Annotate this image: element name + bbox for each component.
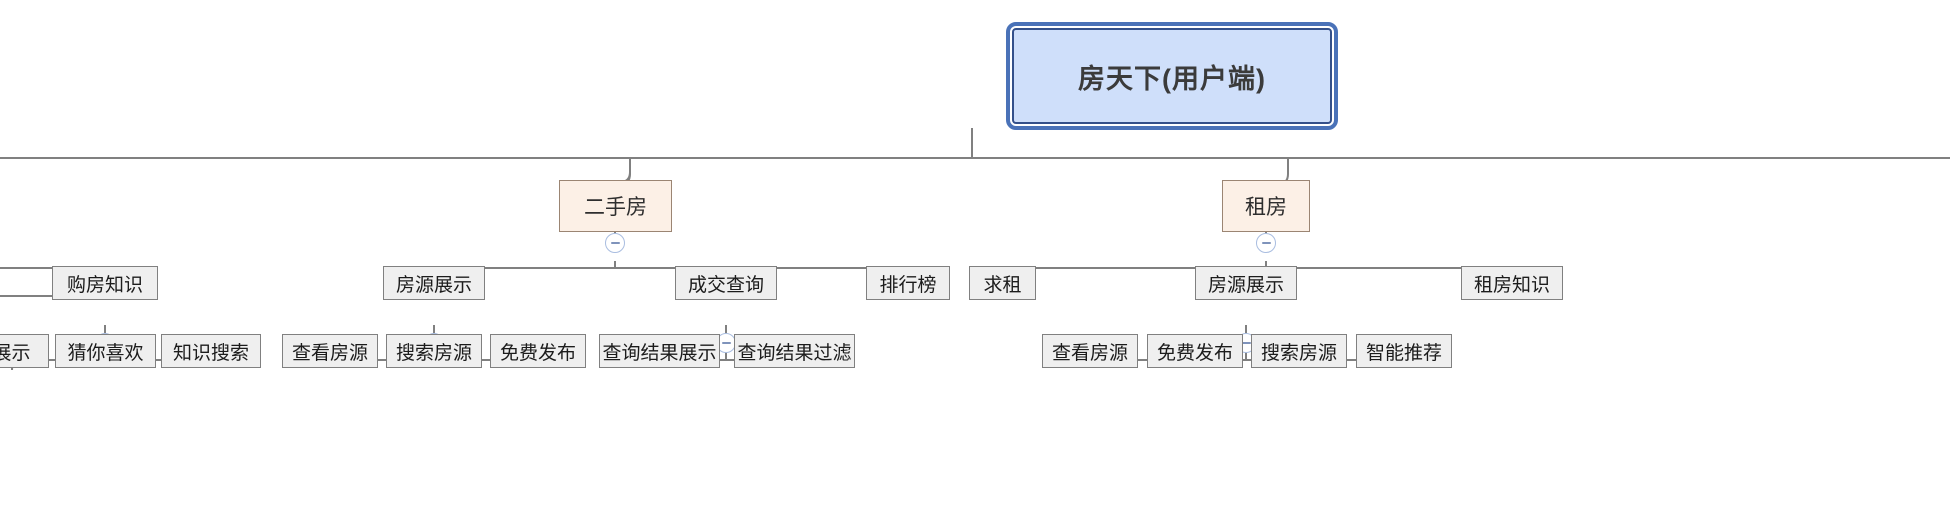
collapse-badge-zufang[interactable] [1256, 233, 1276, 253]
node-ershoufang[interactable]: 二手房 [559, 180, 672, 232]
minus-icon [721, 342, 731, 344]
node-zhanshi[interactable]: 展示 [0, 334, 49, 368]
collapse-badge-ershoufang[interactable] [605, 233, 625, 253]
node-chakanfangyuan-zufang[interactable]: 查看房源 [1042, 334, 1138, 368]
node-sousuofangyuan-zufang[interactable]: 搜索房源 [1251, 334, 1347, 368]
node-zhishisousuo[interactable]: 知识搜索 [161, 334, 261, 368]
node-qiuzu[interactable]: 求租 [969, 266, 1036, 300]
node-chaxunjieguoguolv[interactable]: 查询结果过滤 [734, 334, 855, 368]
minus-icon [1261, 242, 1271, 244]
node-zufangzhishi[interactable]: 租房知识 [1461, 266, 1563, 300]
node-zhinengtuijian[interactable]: 智能推荐 [1356, 334, 1452, 368]
minus-icon [1241, 342, 1251, 344]
node-chaxunjieguozhanshi[interactable]: 查询结果展示 [599, 334, 720, 368]
node-fangyuanzhanshi-ershoufang[interactable]: 房源展示 [383, 266, 485, 300]
node-fangyuanzhanshi-zufang[interactable]: 房源展示 [1195, 266, 1297, 300]
node-mianfeifabu-ershoufang[interactable]: 免费发布 [490, 334, 586, 368]
node-chakanfangyuan-ershoufang[interactable]: 查看房源 [282, 334, 378, 368]
node-cainixihuan[interactable]: 猜你喜欢 [55, 334, 156, 368]
node-paihangbang[interactable]: 排行榜 [866, 266, 950, 300]
node-chengjiaochaxun[interactable]: 成交查询 [675, 266, 777, 300]
node-zufang[interactable]: 租房 [1222, 180, 1310, 232]
minus-icon [610, 242, 620, 244]
node-root[interactable]: 房天下(用户端) [1006, 22, 1338, 130]
node-mianfeifabu-zufang[interactable]: 免费发布 [1147, 334, 1243, 368]
node-gouzhangzhishi[interactable]: 购房知识 [52, 266, 158, 300]
node-sousuofangyuan-ershoufang[interactable]: 搜索房源 [386, 334, 482, 368]
